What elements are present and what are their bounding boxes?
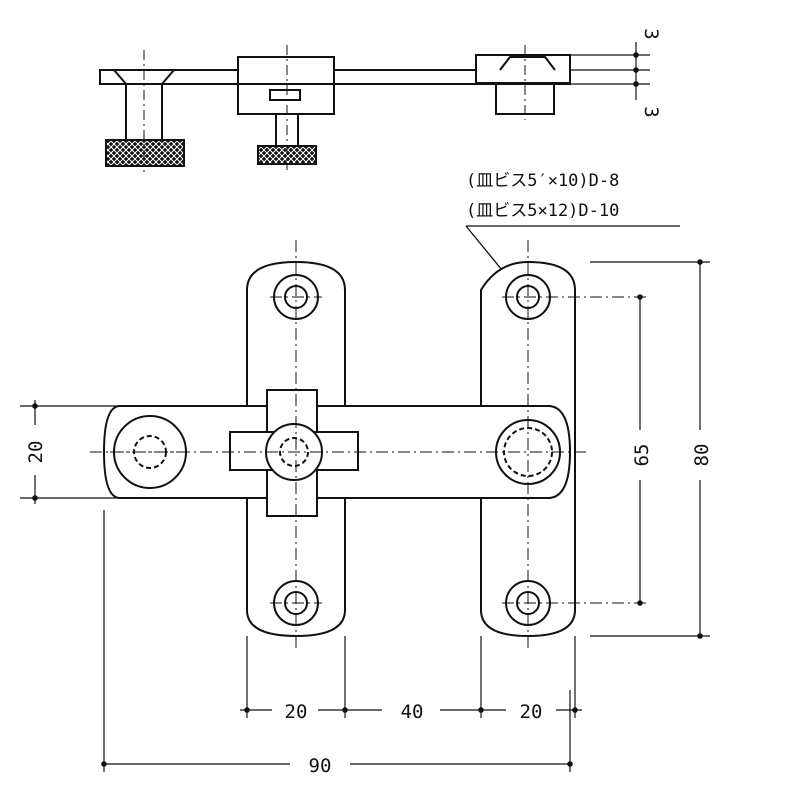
dim-overall-width: 90 [309,755,332,777]
dim-thickness-lower: 3 [640,106,662,117]
left-knurled-knob [105,139,185,167]
dim-left-plate-width: 20 [285,701,308,723]
center-block-upper [237,56,335,86]
dimension-lines [20,259,710,772]
dim-center-gap: 40 [401,701,424,723]
right-keeper-block [475,54,571,84]
side-view [99,54,571,167]
dim-right-plate-width: 20 [520,701,543,723]
side-view-centerlines [143,45,526,172]
dim-thickness-upper: 3 [640,28,662,39]
screw-note-2: (皿ビス5×12)D-10 [466,201,619,221]
screw-note-1: (皿ビス5′×10)D-8 [466,171,619,191]
center-block-slot [269,89,301,101]
front-view-centerlines [90,240,650,650]
dim-overall-height: 80 [691,444,713,467]
dim-hole-spacing: 65 [631,444,653,467]
thickness-dimension [570,42,650,100]
dim-bar-width: 20 [25,441,47,464]
